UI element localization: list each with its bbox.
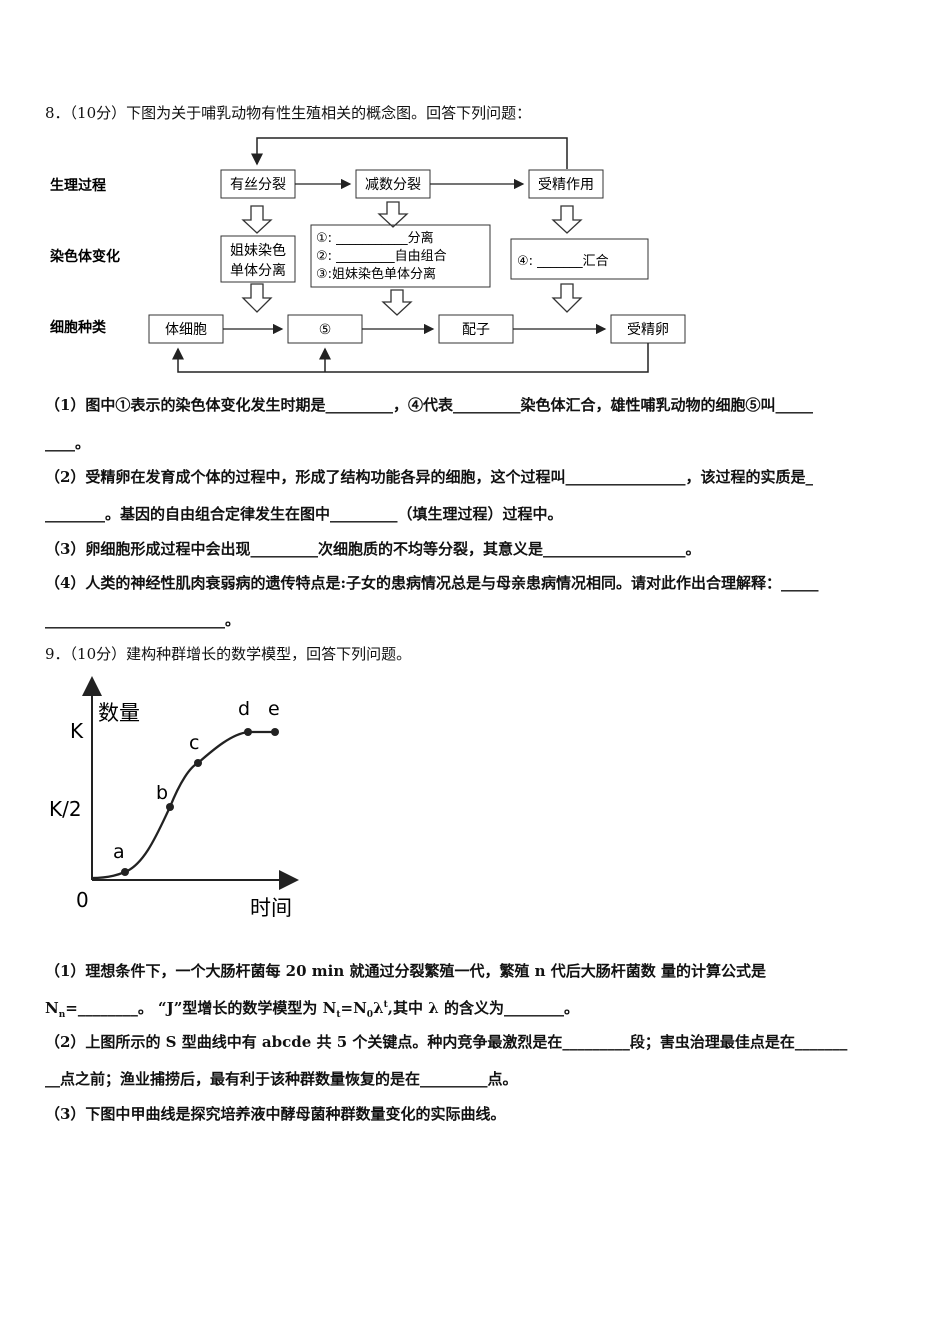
- box-gamete: 配子: [462, 322, 490, 338]
- box-meiosis-change-2: ②: _________自由组合: [316, 249, 447, 264]
- q8-part4-line1: （4）人类的神经性肌肉衰弱病的遗传特点是:子女的患病情况总是与母亲患病情况相同。…: [45, 574, 819, 592]
- point-e: [271, 728, 279, 736]
- row-label-process: 生理过程: [50, 177, 106, 194]
- box-meiosis: 减数分裂: [365, 177, 421, 193]
- label-a: a: [113, 841, 125, 863]
- row-label-change: 染色体变化: [50, 248, 120, 265]
- x-axis-label: 时间: [250, 896, 292, 920]
- y-axis-label: 数量: [98, 701, 140, 725]
- tick-zero: 0: [76, 888, 89, 912]
- box-meiosis-change-1: ①: ___________分离: [316, 230, 434, 246]
- box-mitosis: 有丝分裂: [230, 177, 286, 193]
- box-sister-1: 姐妹染色: [230, 242, 286, 259]
- label-d: d: [238, 698, 250, 720]
- box-sister-2: 单体分离: [230, 262, 286, 279]
- q9-part3: （3）下图中甲曲线是探究培养液中酵母菌种群数量变化的实际曲线。: [45, 1105, 506, 1123]
- q8-part2-line1: （2）受精卵在发育成个体的过程中，形成了结构功能各异的细胞，这个过程叫_____…: [45, 468, 813, 486]
- row-label-cells: 细胞种类: [50, 319, 107, 336]
- label-c: c: [189, 732, 199, 754]
- q8-part1-line2: ____。: [45, 434, 91, 452]
- box-fertilization-change: ④: _______汇合: [517, 254, 609, 269]
- point-a: [121, 868, 129, 876]
- tick-k: K: [70, 719, 84, 743]
- q9-header: 9．（10分）建构种群增长的数学模型，回答下列问题。: [45, 645, 412, 663]
- q9-part2-line1: （2）上图所示的 S 型曲线中有 abcde 共 5 个关键点。种内竞争最激烈是…: [45, 1033, 848, 1051]
- q9-part1-line2: Nn=________。 “J”型增长的数学模型为 Nt=N0λt,其中 λ 的…: [45, 999, 579, 1020]
- q8-part3: （3）卵细胞形成过程中会出现_________次细胞质的不均等分裂，其意义是__…: [45, 540, 701, 558]
- q8-header: 8．（10分）下图为关于哺乳动物有性生殖相关的概念图。回答下列问题：: [45, 104, 532, 122]
- box-zygote: 受精卵: [627, 322, 669, 338]
- box-cell5: ⑤: [319, 322, 332, 338]
- point-c: [194, 759, 202, 767]
- box-meiosis-change-3: ③:姐妹染色单体分离: [316, 266, 436, 282]
- box-fertilization: 受精作用: [538, 177, 594, 193]
- label-b: b: [156, 782, 168, 804]
- q9-part2-line2: __点之前；渔业捕捞后，最有利于该种群数量恢复的是在_________点。: [45, 1070, 518, 1088]
- point-d: [244, 728, 252, 736]
- q8-part2-line2: ________。基因的自由组合定律发生在图中_________（填生理过程）过…: [45, 505, 563, 523]
- tick-k-half: K/2: [49, 797, 82, 821]
- q8-part1-line1: （1）图中①表示的染色体变化发生时期是_________，④代表________…: [45, 396, 813, 414]
- concept-map: 生理过程 染色体变化 细胞种类 有丝分裂 减数分裂 受精作用 姐妹染色 单体分离…: [50, 137, 686, 373]
- q9-part1-line1: （1）理想条件下，一个大肠杆菌每 20 min 就通过分裂繁殖一代，繁殖 n 代…: [45, 962, 767, 980]
- s-curve-chart: 数量 时间 K K/2 0 a b c d e: [49, 676, 299, 920]
- q8-part4-line2: ________________________。: [45, 611, 241, 629]
- label-e: e: [268, 698, 280, 720]
- point-b: [166, 803, 174, 811]
- box-somatic: 体细胞: [165, 322, 207, 338]
